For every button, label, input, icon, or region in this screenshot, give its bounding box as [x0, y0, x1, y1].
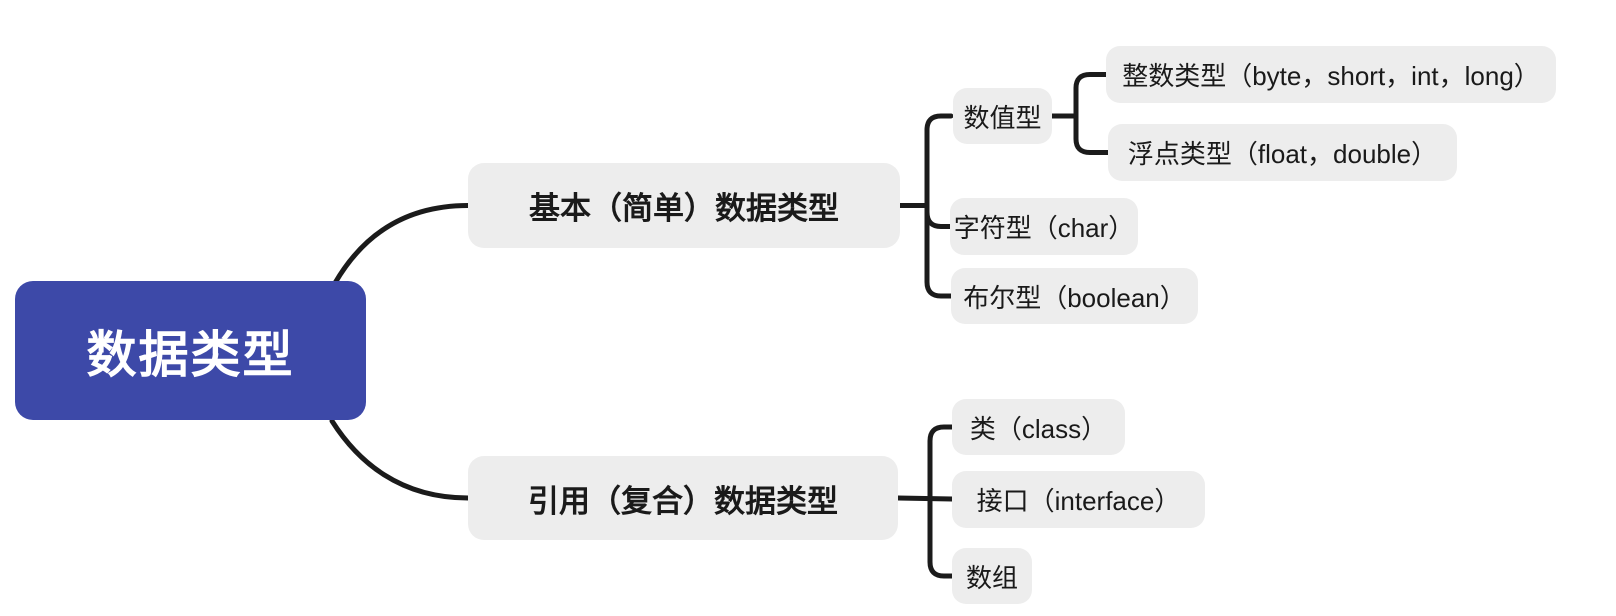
node-boolean-type[interactable]: 布尔型（boolean）: [951, 268, 1198, 324]
node-class[interactable]: 类（class）: [952, 399, 1125, 455]
node-numeric-type[interactable]: 数值型: [953, 88, 1052, 144]
edge-reference-trunk: [927, 424, 955, 579]
edge-basic-trunk: [924, 113, 954, 299]
node-integer-types[interactable]: 整数类型（byte，short，int，long）: [1106, 46, 1556, 103]
edge-root-basic: [332, 203, 471, 286]
edge-reference-interface: [895, 495, 955, 502]
node-float-types[interactable]: 浮点类型（float，double）: [1108, 124, 1457, 181]
edge-numeric-trunk: [1073, 72, 1111, 155]
edge-root-reference: [329, 418, 471, 501]
node-array[interactable]: 数组: [952, 548, 1032, 604]
node-basic-data-types[interactable]: 基本（简单）数据类型: [468, 163, 900, 248]
node-char-type[interactable]: 字符型（char）: [950, 198, 1138, 255]
node-root-data-types[interactable]: 数据类型: [15, 281, 366, 420]
node-reference-data-types[interactable]: 引用（复合）数据类型: [468, 456, 898, 540]
edge-basic-char: [924, 209, 953, 229]
node-interface[interactable]: 接口（interface）: [952, 471, 1205, 528]
